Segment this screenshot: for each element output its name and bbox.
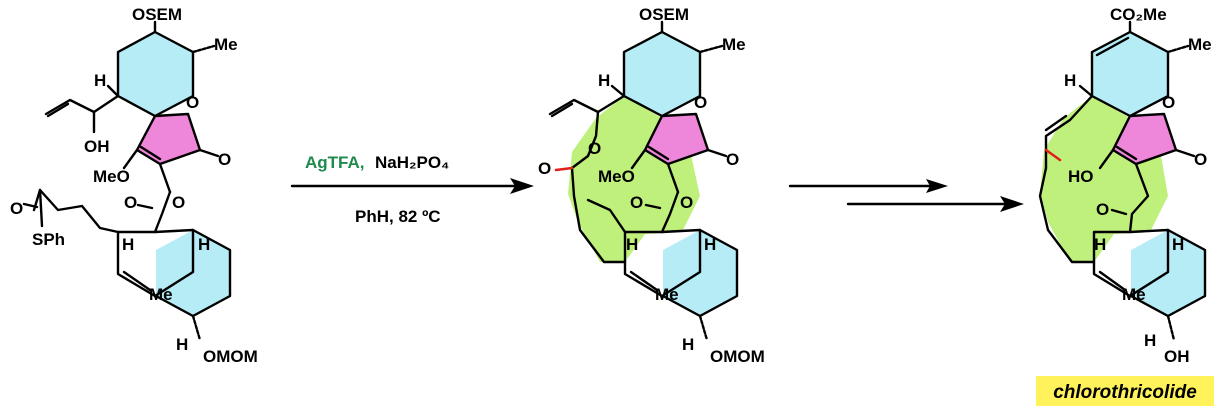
right-new-bond [1044,148,1062,162]
right-h-low: H [1144,331,1156,350]
left-oh: OH [84,137,110,156]
right-co2me: CO₂Me [1110,5,1167,24]
left-o-ester: O [172,193,185,212]
left-o-thio: O [10,199,23,218]
middle-new-bond [554,166,574,172]
left-h-mid2: H [198,235,210,254]
left-bond-h [106,84,120,98]
left-o-ester2: O [124,193,137,212]
left-butenolide-co [198,148,220,158]
left-cyclohexane-top-fill [118,32,193,116]
left-butenolide [135,112,202,166]
left-sph: SPh [32,230,65,249]
left-osem: OSEM [132,5,182,24]
reagent-nah2po4: NaH₂PO₄ [375,153,449,172]
right-oh: OH [1164,347,1190,366]
left-ester-link [136,190,172,234]
right-butenolide [1111,112,1178,166]
chlorothricolide-product: CO₂Me Me H O O HO O H H Me H OH chloroth… [1036,5,1214,406]
right-me-top: Me [1188,35,1212,54]
left-decalin-right [154,228,232,318]
left-butenolide-fill [137,114,200,164]
reagent-agtfa: AgTFA, [305,153,365,172]
product-name: chlorothricolide [1053,382,1197,403]
middle-o-ring-link: O [588,139,601,158]
middle-me-top: Me [722,35,746,54]
middle-h-low: H [682,335,694,354]
right-h-top: H [1064,71,1076,90]
left-bond-meo [122,148,139,170]
left-o-ring: O [186,93,199,112]
left-meo: MeO [93,167,130,186]
middle-butenolide [643,112,710,166]
middle-omom: OMOM [710,347,765,366]
right-decalin-right [1129,228,1207,318]
starting-material: OSEM Me H OH O O MeO O O O SPh H H Me H … [10,5,258,366]
left-h-low: H [176,335,188,354]
middle-o-ring: O [694,93,707,112]
left-bond-ester [158,162,172,194]
left-me-top: Me [214,35,238,54]
reaction-arrow-1: AgTFA, NaH₂PO₄ PhH, 82 ºC [290,153,534,226]
left-omom: OMOM [203,347,258,366]
middle-h-mid1: H [626,235,638,254]
left-h-mid1: H [122,235,134,254]
right-o-ring: O [1162,93,1175,112]
left-thioester-chain [22,188,120,234]
middle-cyclohexane-top-fill [624,32,700,116]
middle-o-ester2: O [630,193,643,212]
reaction-conditions: PhH, 82 ºC [355,207,441,226]
middle-osem: OSEM [639,5,689,24]
middle-decalin-right [661,228,739,318]
middle-h-mid2: H [704,235,716,254]
left-me-mid: Me [149,285,173,304]
right-h-mid2: H [1172,235,1184,254]
right-o-ketone: O [1096,200,1109,219]
left-bond-me [191,44,216,54]
right-butenolide-fill [1113,114,1176,164]
right-cyclohexene-top-fill [1092,32,1168,116]
product-name-highlight [1036,376,1214,406]
left-o-carbonyl: O [218,150,231,169]
middle-butenolide-fill [645,114,708,164]
left-bond-sph [38,188,44,228]
right-h-mid1: H [1094,235,1106,254]
left-bond-omom [191,314,202,342]
middle-o-ester: O [680,193,693,212]
middle-o-chain: O [538,159,551,178]
left-vinyl-chain [44,94,120,118]
right-me-mid: Me [1122,285,1146,304]
macrocycle-intermediate: OSEM Me H O O O O MeO O O H H Me H OMOM [538,5,765,366]
reaction-arrow-2 [788,179,1024,212]
right-o-carbonyl: O [1194,150,1207,169]
middle-o-carbonyl: O [726,150,739,169]
middle-me-mid: Me [655,285,679,304]
left-h-top: H [94,71,106,90]
right-ho: HO [1068,167,1094,186]
middle-meo: MeO [598,167,635,186]
middle-h-top: H [598,71,610,90]
